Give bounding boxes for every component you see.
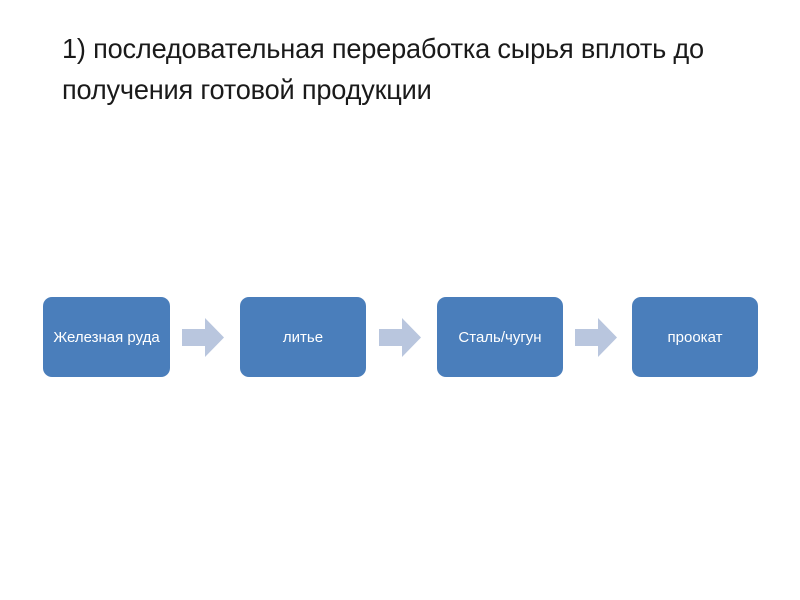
flow-step-box[interactable]: проокат [632, 297, 758, 377]
right-block-arrow-icon [379, 318, 421, 357]
flow-step-box[interactable]: Сталь/чугун [437, 297, 563, 377]
flow-step-label: Сталь/чугун [458, 328, 542, 346]
right-block-arrow-icon [182, 318, 224, 357]
flow-step-label: литье [282, 328, 324, 346]
page-title: 1) последовательная переработка сырья вп… [62, 33, 704, 105]
flow-step-box[interactable]: литье [240, 297, 366, 377]
flow-step-label: Железная руда [53, 328, 160, 346]
flow-step-label: проокат [667, 328, 723, 346]
flow-step-box[interactable]: Железная руда [43, 297, 170, 377]
right-block-arrow-icon [575, 318, 617, 357]
